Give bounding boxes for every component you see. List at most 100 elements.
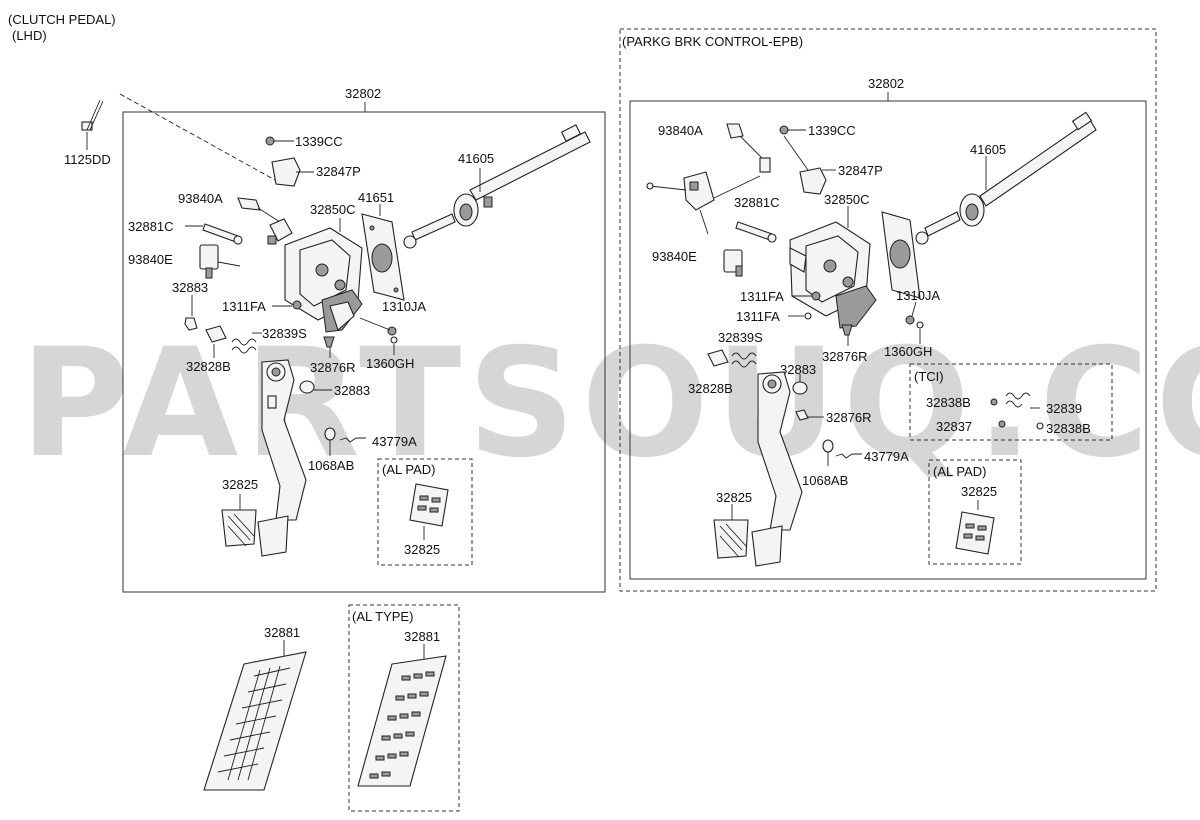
label-41605: 41605 (458, 151, 494, 166)
label-r-32876r-upper: 32876R (822, 349, 868, 364)
switch-93840e-right[interactable] (723, 249, 743, 277)
al-pad-32825-right[interactable] (955, 511, 995, 555)
label-r-32876r-lower: 32876R (826, 410, 872, 425)
clip-43779a-right[interactable] (835, 453, 862, 459)
label-tci-32838b-1: 32838B (926, 395, 971, 410)
nut-1339cc[interactable] (265, 136, 275, 146)
bushing-32883-lower[interactable] (299, 380, 315, 394)
right-assembly-label: 32802 (868, 76, 904, 91)
label-1068ab: 1068AB (308, 458, 354, 473)
pin-32881c-right[interactable] (735, 221, 777, 243)
bushing-32883-right[interactable] (792, 381, 808, 395)
label-32883-lower: 32883 (334, 383, 370, 398)
label-r-93840e: 93840E (652, 249, 697, 264)
stopper-32876r[interactable] (323, 336, 335, 348)
watermark: PARTSOUQ.COM (20, 317, 1200, 491)
label-32876r: 32876R (310, 360, 356, 375)
pin-32881c[interactable] (202, 223, 243, 245)
bracket-32850c[interactable] (284, 227, 363, 333)
label-tci-32839: 32839 (1046, 401, 1082, 416)
gasket-41651[interactable] (361, 213, 405, 301)
clutch-pedal-arm[interactable] (257, 359, 307, 557)
label-r-32881c: 32881C (734, 195, 780, 210)
label-r-32839s: 32839S (718, 330, 763, 345)
label-93840e: 93840E (128, 252, 173, 267)
label-r-1311fa-upper: 1311FA (740, 289, 784, 304)
pedal-pad-32825[interactable] (221, 509, 257, 547)
right-al-pad-box (928, 459, 1022, 565)
label-r-32828b: 32828B (688, 381, 733, 396)
nut-1310ja[interactable] (387, 326, 397, 336)
al-type-pedal-32881[interactable] (357, 655, 447, 787)
label-r-1311fa-lower: 1311FA (736, 309, 780, 324)
tci-title: (TCI) (914, 369, 944, 384)
nut-1339cc-right[interactable] (779, 125, 789, 135)
left-al-pad-title: (AL PAD) (382, 462, 435, 477)
label-r-1068ab: 1068AB (802, 473, 848, 488)
label-32850c: 32850C (310, 202, 356, 217)
switch-93840a[interactable] (237, 197, 293, 245)
nut-1311fa-right-lower[interactable] (804, 312, 812, 320)
bolt-1125dd[interactable] (81, 99, 104, 150)
label-r-32883: 32883 (780, 362, 816, 377)
al-type-label: 32881 (404, 629, 440, 644)
tci-box (909, 363, 1113, 441)
epb-switch-assembly[interactable] (646, 171, 761, 235)
bracket-32847p[interactable] (271, 157, 301, 187)
clutch-pedal-arm-right[interactable] (751, 371, 803, 567)
stopper-32876r-right-upper[interactable] (841, 324, 853, 336)
label-43779a: 43779A (372, 434, 417, 449)
bushing-32883-upper[interactable] (184, 317, 198, 331)
label-tci-32837: 32837 (936, 419, 972, 434)
bracket-32847p-right[interactable] (799, 167, 827, 195)
label-r-32847p: 32847P (838, 163, 883, 178)
label-32828b: 32828B (186, 359, 231, 374)
label-1125dd: 1125DD (64, 152, 111, 167)
right-al-pad-label: 32825 (961, 484, 997, 499)
spring-32839s-right[interactable] (731, 352, 757, 360)
tci-pin-32838b-1[interactable] (990, 398, 998, 406)
label-1339cc: 1339CC (295, 134, 343, 149)
right-epb-box (619, 28, 1157, 592)
bushing-32828b[interactable] (205, 325, 227, 343)
label-1311fa: 1311FA (222, 299, 266, 314)
label-32847p: 32847P (316, 164, 361, 179)
label-r-41605: 41605 (970, 142, 1006, 157)
tci-pin-32838b-2[interactable] (1036, 422, 1044, 430)
label-r-32825: 32825 (716, 490, 752, 505)
left-subtitle: (LHD) (12, 28, 47, 43)
gasket-41651-right[interactable] (881, 211, 921, 299)
label-accel-pedal: 32881 (264, 625, 300, 640)
right-al-pad-title: (AL PAD) (933, 464, 986, 479)
label-1310ja: 1310JA (382, 299, 426, 314)
al-type-box (348, 604, 460, 812)
tci-spring-32839[interactable] (1005, 392, 1031, 408)
spring-32839s[interactable] (231, 338, 257, 346)
washer-1068ab-right[interactable] (822, 439, 834, 453)
nut-1311fa[interactable] (292, 300, 302, 310)
label-32881c: 32881C (128, 219, 174, 234)
clip-43779a[interactable] (339, 437, 366, 443)
stopper-32876r-right-lower[interactable] (795, 409, 809, 421)
left-al-pad-label: 32825 (404, 542, 440, 557)
nut-1310ja-right[interactable] (905, 315, 915, 325)
washer-1068ab[interactable] (324, 427, 336, 441)
switch-93840a-right[interactable] (726, 123, 744, 139)
label-r-93840a: 93840A (658, 123, 703, 138)
bushing-32828b-right[interactable] (707, 349, 729, 367)
al-type-title: (AL TYPE) (352, 609, 413, 624)
tci-nut-32837[interactable] (998, 420, 1006, 428)
master-cylinder-41605[interactable] (403, 124, 591, 249)
nut-1360gh[interactable] (390, 336, 398, 344)
nut-1311fa-right-upper[interactable] (811, 291, 821, 301)
label-41651: 41651 (358, 190, 394, 205)
bracket-32850c-right[interactable] (789, 221, 877, 329)
pedal-pad-32825-right[interactable] (713, 519, 749, 559)
switch-93840e[interactable] (199, 244, 241, 279)
accelerator-pedal-32881[interactable] (203, 651, 307, 791)
al-pad-32825-left[interactable] (409, 483, 449, 527)
nut-1360gh-right[interactable] (916, 321, 924, 329)
master-cylinder-41605-right[interactable] (915, 111, 1097, 245)
